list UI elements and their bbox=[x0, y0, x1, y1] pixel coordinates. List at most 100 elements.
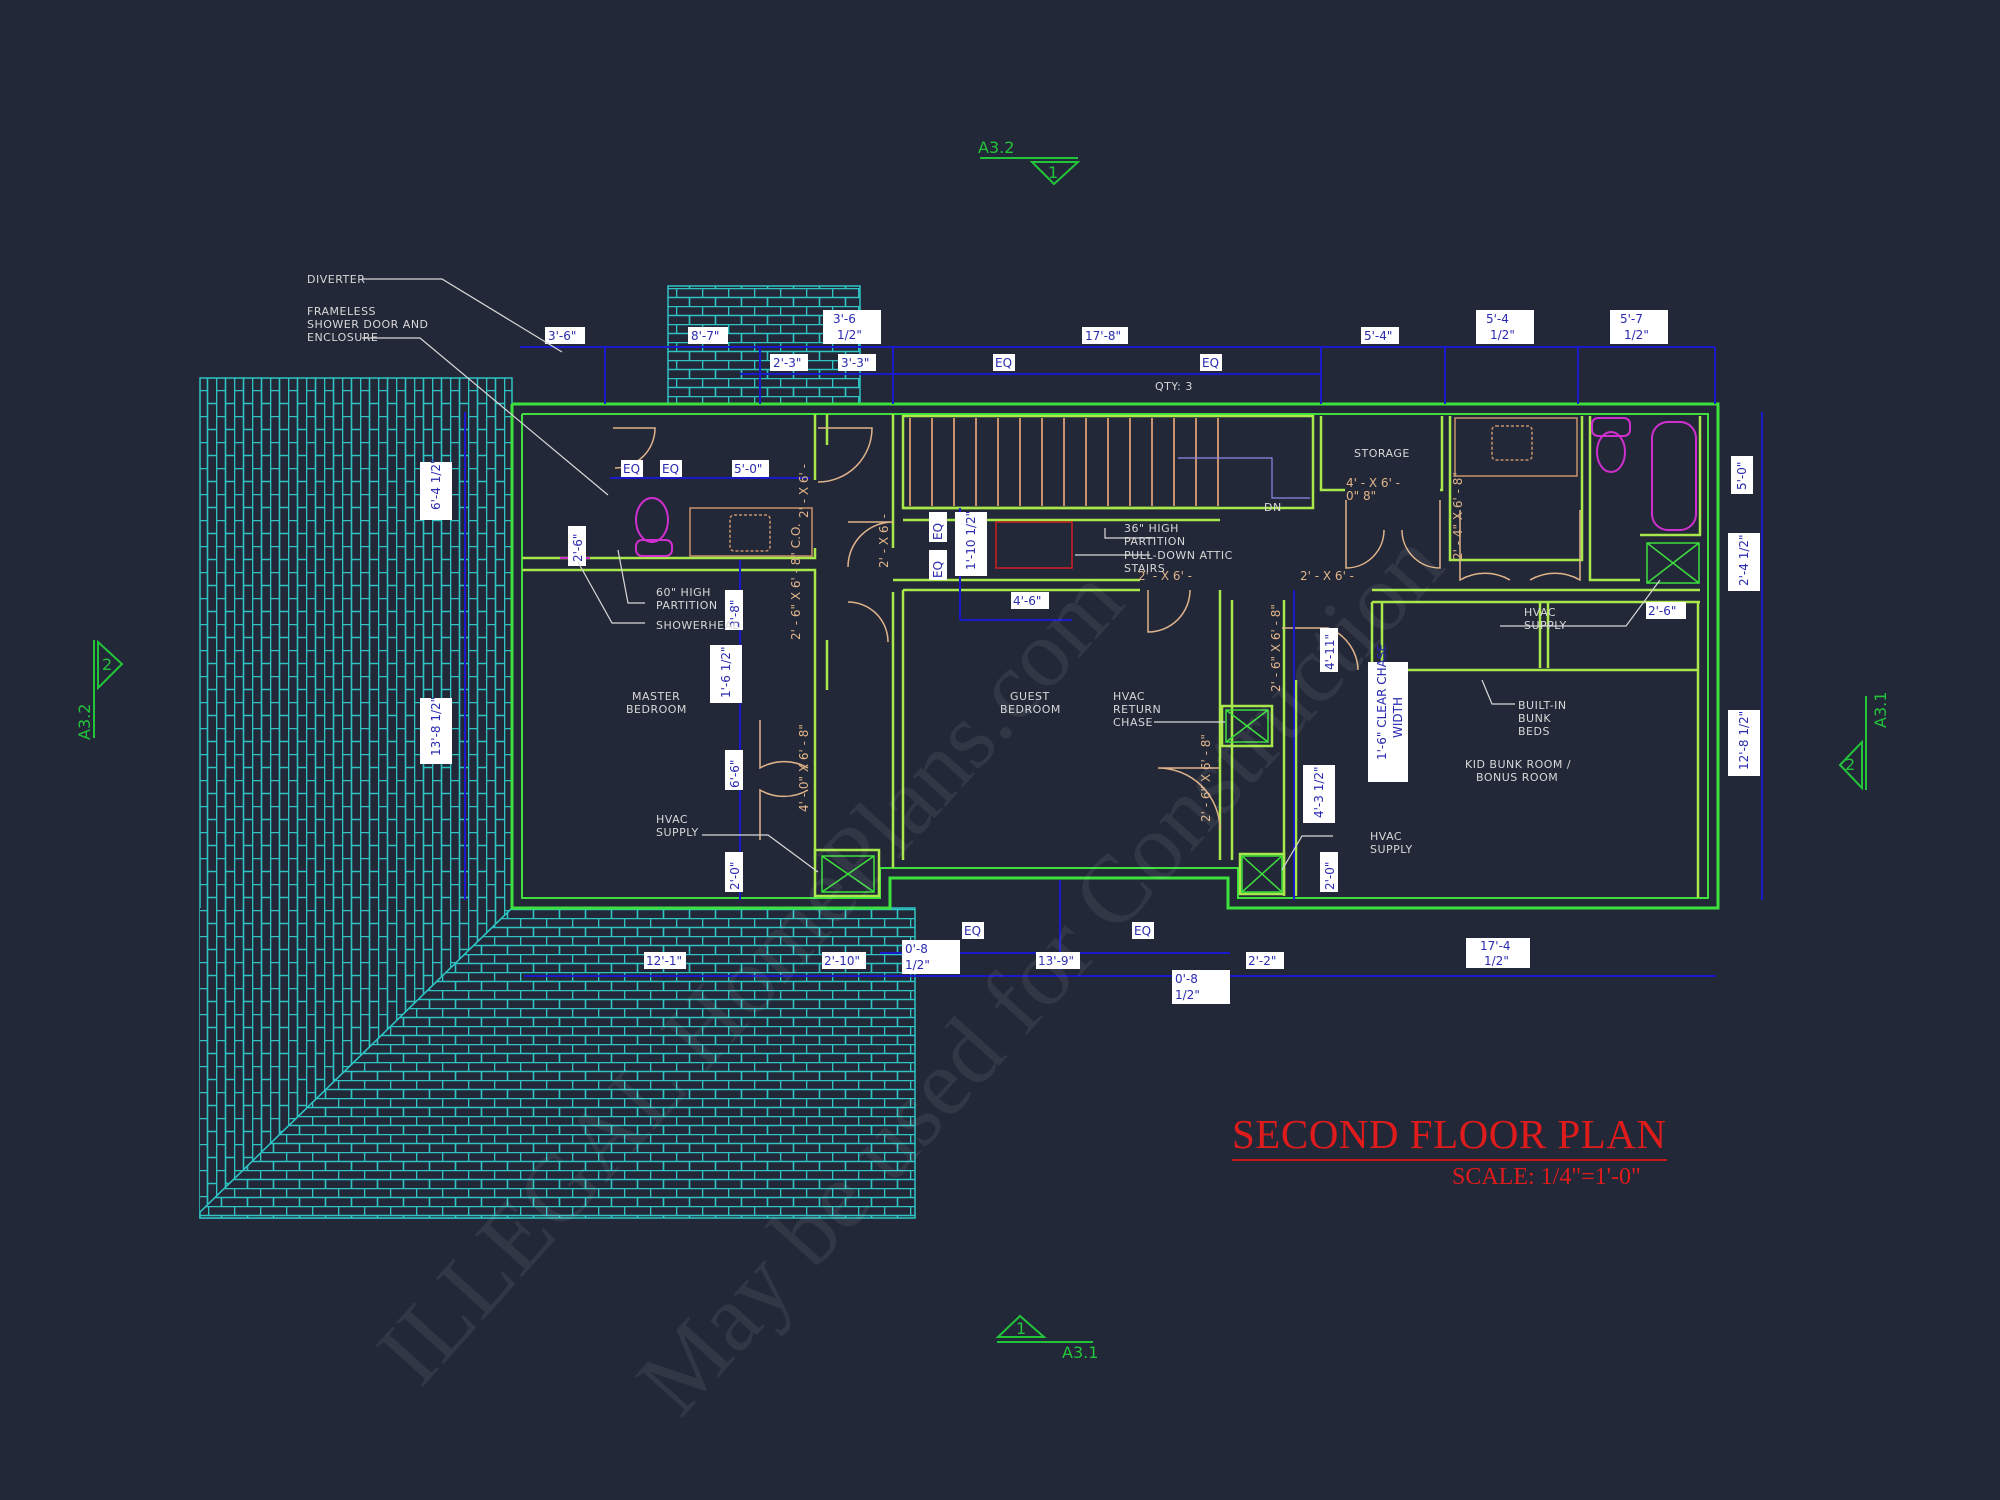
svg-text:1: 1 bbox=[1048, 163, 1058, 182]
svg-text:6'-6": 6'-6" bbox=[728, 760, 742, 788]
svg-text:A3.2: A3.2 bbox=[978, 138, 1014, 157]
svg-text:BEDROOM: BEDROOM bbox=[1000, 703, 1061, 716]
svg-text:ENCLOSURE: ENCLOSURE bbox=[307, 331, 378, 344]
svg-text:5'-0": 5'-0" bbox=[734, 462, 762, 476]
svg-text:4'-11": 4'-11" bbox=[1323, 634, 1337, 670]
section-marker-top: A3.2 1 bbox=[978, 138, 1081, 186]
svg-text:BUILT-IN: BUILT-IN bbox=[1518, 699, 1567, 712]
svg-text:2'-6": 2'-6" bbox=[1648, 604, 1676, 618]
section-marker-right: 2 A3.1 bbox=[1838, 692, 1890, 791]
svg-text:EQ: EQ bbox=[1202, 356, 1219, 370]
svg-text:1'-6 1/2": 1'-6 1/2" bbox=[719, 646, 733, 698]
svg-text:HVAC: HVAC bbox=[1370, 830, 1402, 843]
svg-text:HVAC: HVAC bbox=[1113, 690, 1145, 703]
svg-text:WIDTH: WIDTH bbox=[1391, 697, 1405, 738]
svg-text:2: 2 bbox=[102, 655, 112, 674]
svg-text:2'-3": 2'-3" bbox=[773, 356, 801, 370]
svg-text:2: 2 bbox=[1845, 755, 1855, 774]
dimension-lines bbox=[464, 346, 1763, 977]
drawing-scale: SCALE: 1/4"=1'-0" bbox=[1452, 1164, 1641, 1190]
svg-text:1/2": 1/2" bbox=[1624, 328, 1649, 342]
svg-text:2' - X 6' -: 2' - X 6' - bbox=[797, 464, 811, 518]
leader-lines bbox=[362, 278, 1661, 873]
section-marker-bottom: 1 A3.1 bbox=[995, 1314, 1098, 1362]
svg-text:2' - X 6' -: 2' - X 6' - bbox=[1138, 569, 1192, 583]
svg-text:3'-8": 3'-8" bbox=[728, 600, 742, 628]
svg-text:4'-6": 4'-6" bbox=[1013, 594, 1041, 608]
svg-text:PARTITION: PARTITION bbox=[1124, 535, 1186, 548]
svg-text:13'-9": 13'-9" bbox=[1038, 954, 1074, 968]
svg-text:A3.2: A3.2 bbox=[75, 704, 94, 740]
svg-text:EQ: EQ bbox=[964, 924, 981, 938]
svg-text:17'-8": 17'-8" bbox=[1085, 329, 1121, 343]
svg-text:A3.1: A3.1 bbox=[1062, 1343, 1098, 1362]
kid-bunk-room-label: KID BUNK ROOM / bbox=[1465, 758, 1571, 771]
svg-text:BONUS ROOM: BONUS ROOM bbox=[1476, 771, 1558, 784]
svg-text:SUPPLY: SUPPLY bbox=[656, 826, 699, 839]
svg-text:13'-8 1/2": 13'-8 1/2" bbox=[429, 697, 443, 756]
exterior-walls bbox=[510, 402, 1720, 910]
brick-hatch-areas bbox=[199, 285, 916, 1219]
svg-text:17'-4: 17'-4 bbox=[1480, 939, 1511, 953]
svg-text:HVAC: HVAC bbox=[1524, 606, 1556, 619]
door-tags: 4' - X 6' -0" 8" 2' - X 6' - 2' - X 6' -… bbox=[789, 464, 1465, 822]
svg-text:1/2": 1/2" bbox=[1490, 328, 1515, 342]
svg-text:RETURN: RETURN bbox=[1113, 703, 1161, 716]
svg-text:0" 8": 0" 8" bbox=[1346, 489, 1376, 503]
svg-text:BEDROOM: BEDROOM bbox=[626, 703, 687, 716]
svg-text:HVAC: HVAC bbox=[656, 813, 688, 826]
svg-text:1/2": 1/2" bbox=[1484, 954, 1509, 968]
svg-text:2'-0": 2'-0" bbox=[1323, 862, 1337, 890]
svg-text:2' - 6" X 6' - 8" C.O.: 2' - 6" X 6' - 8" C.O. bbox=[789, 523, 803, 640]
svg-text:3'-6": 3'-6" bbox=[548, 329, 576, 343]
svg-text:2'-6": 2'-6" bbox=[571, 534, 585, 562]
svg-text:1'-6" CLEAR CHASE: 1'-6" CLEAR CHASE bbox=[1375, 644, 1389, 760]
svg-text:STAIRS: STAIRS bbox=[1124, 562, 1165, 575]
svg-text:12'-8 1/2": 12'-8 1/2" bbox=[1737, 711, 1751, 770]
svg-text:2'-0": 2'-0" bbox=[728, 862, 742, 890]
interior-walls bbox=[522, 414, 1702, 898]
svg-text:SUPPLY: SUPPLY bbox=[1370, 843, 1413, 856]
svg-text:6'-4 1/2": 6'-4 1/2" bbox=[429, 458, 443, 510]
svg-text:1: 1 bbox=[1016, 1319, 1026, 1338]
svg-text:EQ: EQ bbox=[1134, 924, 1151, 938]
svg-text:EQ: EQ bbox=[931, 561, 945, 578]
svg-text:2'-10": 2'-10" bbox=[824, 954, 860, 968]
room-labels: MASTER BEDROOM GUEST BEDROOM STORAGE KID… bbox=[626, 447, 1571, 784]
svg-text:QTY: 3: QTY: 3 bbox=[1155, 380, 1193, 393]
svg-text:A3.1: A3.1 bbox=[1871, 692, 1890, 728]
svg-text:PULL-DOWN ATTIC: PULL-DOWN ATTIC bbox=[1124, 549, 1233, 562]
svg-text:4'-3 1/2": 4'-3 1/2" bbox=[1312, 766, 1326, 818]
svg-text:36" HIGH: 36" HIGH bbox=[1124, 522, 1179, 535]
svg-text:8'-7": 8'-7" bbox=[691, 329, 719, 343]
svg-text:2'-4 1/2": 2'-4 1/2" bbox=[1737, 534, 1751, 586]
svg-text:12'-1": 12'-1" bbox=[646, 954, 682, 968]
svg-text:2' - X 6' -: 2' - X 6' - bbox=[877, 514, 891, 568]
svg-text:2' - X 6' -: 2' - X 6' - bbox=[1300, 569, 1354, 583]
svg-text:0'-8: 0'-8 bbox=[905, 942, 928, 956]
master-bedroom-label: MASTER bbox=[632, 690, 680, 703]
svg-text:5'-4: 5'-4 bbox=[1486, 312, 1509, 326]
svg-text:5'-4": 5'-4" bbox=[1364, 329, 1392, 343]
svg-text:EQ: EQ bbox=[995, 356, 1012, 370]
annotation-labels: DIVERTER FRAMELESS SHOWER DOOR AND ENCLO… bbox=[307, 273, 1567, 856]
svg-text:5'-7: 5'-7 bbox=[1620, 312, 1643, 326]
svg-text:SHOWERHEAD: SHOWERHEAD bbox=[656, 619, 742, 632]
svg-text:SUPPLY: SUPPLY bbox=[1524, 619, 1567, 632]
svg-text:2'-2": 2'-2" bbox=[1248, 954, 1276, 968]
svg-text:3'-3": 3'-3" bbox=[841, 356, 869, 370]
svg-text:1'-10 1/2": 1'-10 1/2" bbox=[964, 511, 978, 570]
svg-text:FRAMELESS: FRAMELESS bbox=[307, 305, 376, 318]
section-marker-left: 2 A3.2 bbox=[75, 639, 124, 740]
svg-text:60" HIGH: 60" HIGH bbox=[656, 586, 711, 599]
svg-text:2' - 4" X 6' - 8": 2' - 4" X 6' - 8" bbox=[1451, 472, 1465, 560]
svg-text:1/2": 1/2" bbox=[837, 328, 862, 342]
stair-treads bbox=[909, 418, 1310, 569]
svg-text:CHASE: CHASE bbox=[1113, 716, 1153, 729]
svg-text:3'-6: 3'-6 bbox=[833, 312, 856, 326]
svg-text:4' - X 6' -: 4' - X 6' - bbox=[1346, 476, 1400, 490]
dimension-labels: 3'-6" 8'-7" 3'-6 1/2" 17'-8" 5'-4" 5'-4 1/… bbox=[420, 310, 1760, 1004]
door-swings bbox=[613, 427, 1581, 840]
svg-text:1/2": 1/2" bbox=[905, 958, 930, 972]
svg-text:5'-0": 5'-0" bbox=[1735, 462, 1749, 490]
